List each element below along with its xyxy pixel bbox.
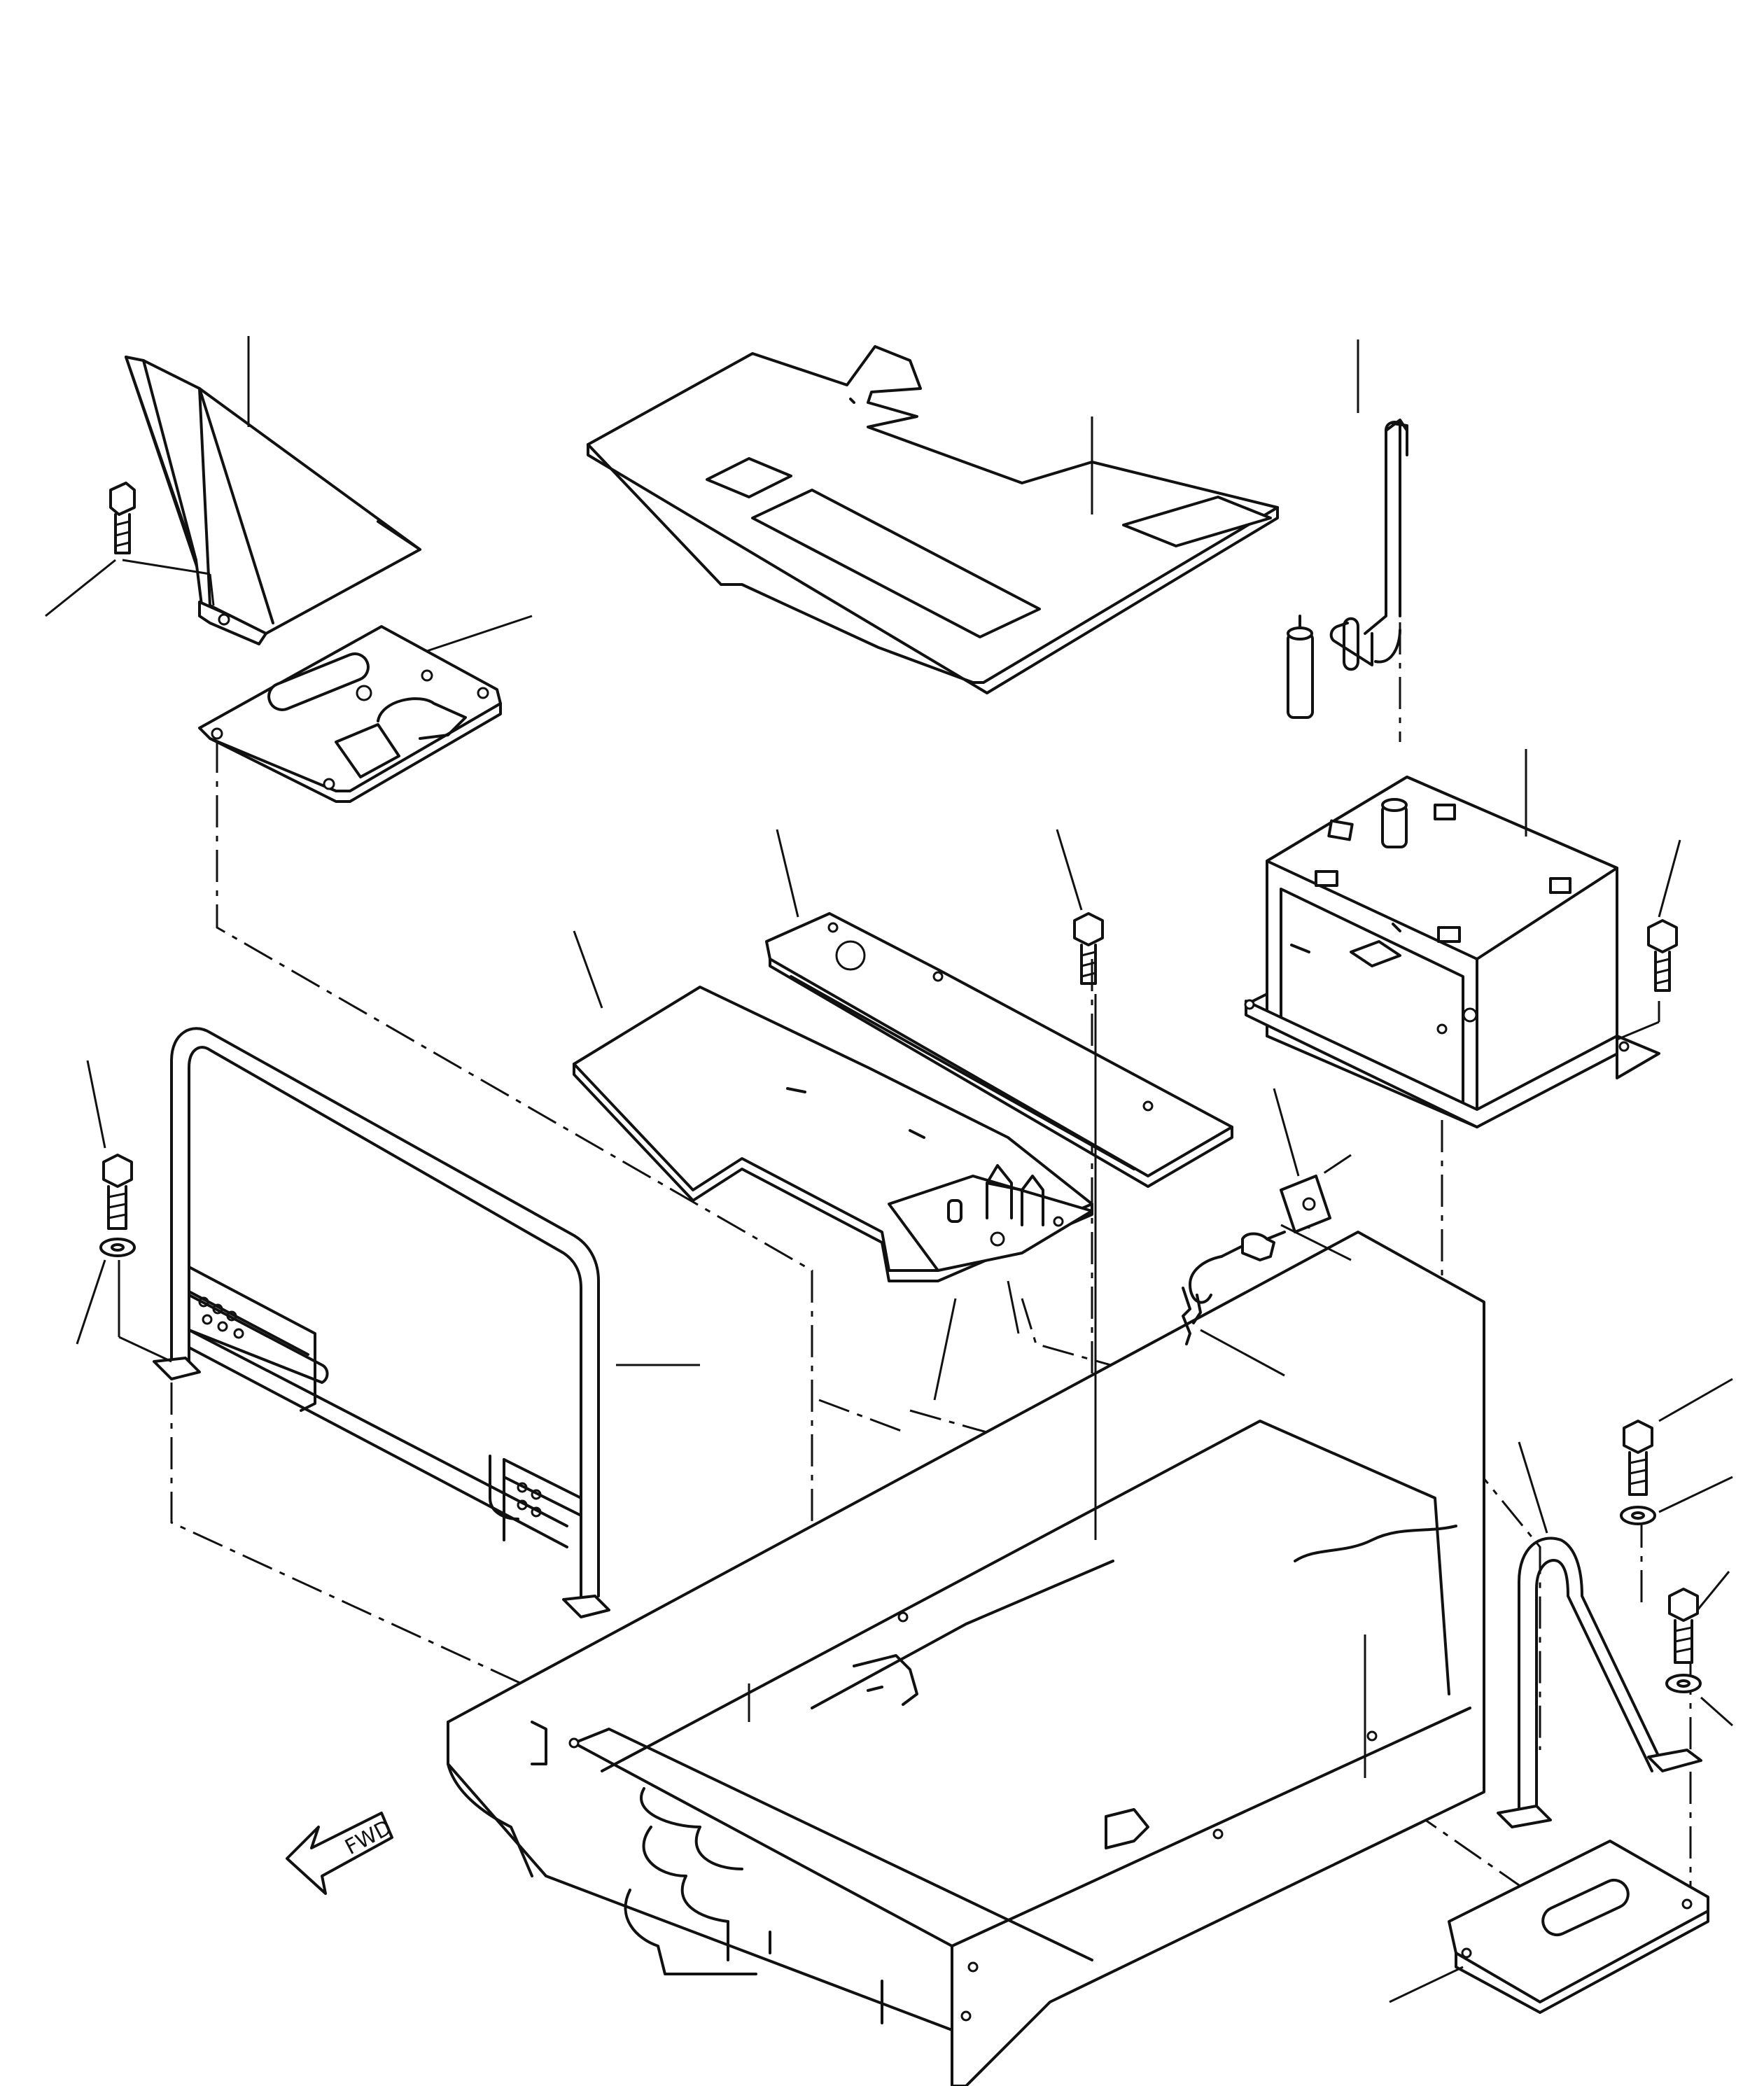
bolt-right-handrail-lower [1668, 1588, 1699, 1664]
mounting-bolts [102, 482, 1699, 1664]
revolving-frame [447, 1231, 1485, 2086]
leader-lines [45, 336, 1733, 2003]
right-handrail [1497, 1536, 1702, 1828]
bolt-fuel-tank [1647, 919, 1678, 992]
front-floor-plate [765, 912, 1233, 1188]
washer-right-upper [1620, 1506, 1656, 1525]
bolt-left-handrail [102, 1154, 133, 1230]
bolt-floor [1073, 912, 1104, 985]
right-base-plate [1448, 1840, 1709, 2014]
rear-floor-plate [573, 986, 1093, 1282]
fuel-tank-filler-pipe [1287, 419, 1408, 719]
fwd-direction-arrow: FWD [286, 1812, 396, 1895]
washers [99, 1238, 1702, 1693]
upper-floor-cover [587, 345, 1279, 694]
bolt-right-handrail-upper [1623, 1420, 1653, 1496]
bolt-left-console [109, 482, 136, 554]
key-and-lock [1182, 1175, 1331, 1345]
left-console-cover [125, 356, 421, 645]
washer-right-lower [1665, 1674, 1702, 1693]
fuel-tank [1244, 776, 1660, 1128]
left-handrail [153, 1027, 610, 1618]
left-console-base-plate [198, 625, 502, 803]
washer-left [99, 1238, 136, 1257]
